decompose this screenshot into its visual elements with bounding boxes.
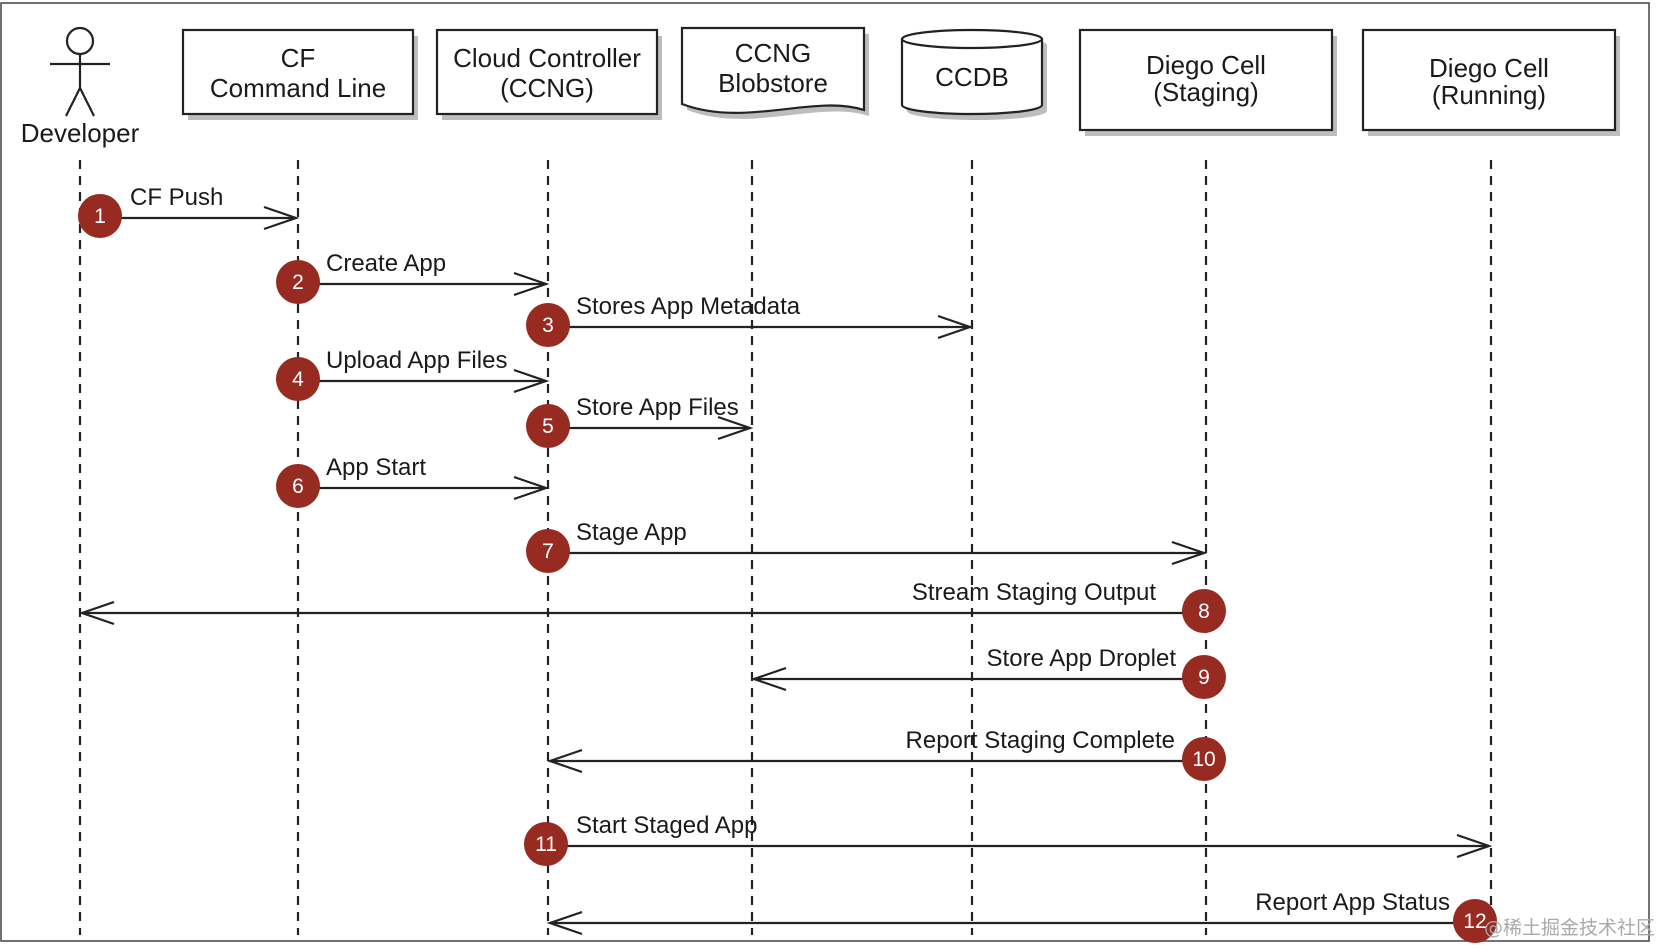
participant-running: Diego Cell(Running) xyxy=(1361,28,1620,136)
message-label: Store App Droplet xyxy=(987,645,1177,672)
participant-box xyxy=(181,28,415,116)
participant-label: Command Line xyxy=(210,73,386,103)
actor-right-leg xyxy=(79,87,95,117)
step-number: 9 xyxy=(1198,666,1210,689)
participant-label: Cloud Controller xyxy=(453,43,641,73)
message-8: Stream Staging Output 8 xyxy=(78,579,1226,633)
watermark: @稀土掘金技术社区 xyxy=(1484,917,1655,939)
participant-staging: Diego Cell(Staging) xyxy=(1078,28,1337,136)
participant-label: (CCNG) xyxy=(500,73,594,103)
message-label: Upload App Files xyxy=(326,347,507,374)
message-9: Store App Droplet 9 xyxy=(750,645,1226,699)
message-label: Report App Status xyxy=(1255,889,1450,916)
participant-box xyxy=(435,28,659,116)
message-3: Stores App Metadata 3 xyxy=(526,293,974,347)
step-number-badge xyxy=(1182,655,1226,699)
step-number: 12 xyxy=(1463,910,1486,933)
arrow-head xyxy=(717,415,754,441)
participant-label: (Running) xyxy=(1432,80,1546,110)
step-number-badge xyxy=(276,464,320,508)
step-number: 1 xyxy=(94,205,106,228)
step-number-badge xyxy=(526,303,570,347)
participant-cc: Cloud Controller(CCNG) xyxy=(435,28,662,120)
actor-head xyxy=(65,26,95,56)
arrow-head xyxy=(513,368,550,394)
arrow-head xyxy=(1456,833,1493,859)
message-4: Upload App Files 4 xyxy=(276,347,550,401)
participant-label: CF xyxy=(281,43,316,73)
message-1: CF Push 1 xyxy=(78,184,300,238)
step-number: 7 xyxy=(542,540,554,563)
step-number: 5 xyxy=(542,415,554,438)
arrow-head xyxy=(546,748,583,774)
participant-ccdb: CCDB xyxy=(900,28,1047,120)
message-label: App Start xyxy=(326,454,426,481)
step-number: 10 xyxy=(1192,748,1215,771)
step-number: 6 xyxy=(292,475,304,498)
message-12: Report App Status 12 xyxy=(546,889,1497,943)
participant-box xyxy=(1361,28,1617,132)
developer-actor: Developer xyxy=(21,26,140,148)
arrow-head xyxy=(263,205,300,231)
message-label: Stage App xyxy=(576,519,687,546)
step-number-badge xyxy=(276,260,320,304)
participant-label: CCNG xyxy=(735,38,812,68)
step-number-badge xyxy=(526,529,570,573)
step-number-badge xyxy=(1182,589,1226,633)
step-number: 2 xyxy=(292,271,304,294)
participant-label: CCDB xyxy=(935,62,1009,92)
message-label: Report Staging Complete xyxy=(906,727,1175,754)
step-number-badge xyxy=(276,357,320,401)
step-number-badge xyxy=(524,822,568,866)
actor-left-leg xyxy=(65,87,81,117)
message-2: Create App 2 xyxy=(276,250,550,304)
actor-label: Developer xyxy=(21,118,140,148)
message-11: Start Staged App 11 xyxy=(524,812,1493,866)
participant-label: Diego Cell xyxy=(1146,50,1266,80)
participant-box xyxy=(1078,28,1334,132)
database-cylinder xyxy=(900,28,1044,116)
step-number-badge xyxy=(1453,899,1497,943)
arrow-head xyxy=(546,910,583,936)
message-10: Report Staging Complete 10 xyxy=(546,727,1226,781)
step-number: 4 xyxy=(292,368,304,391)
arrow-head xyxy=(937,314,974,340)
step-number-badge xyxy=(1182,737,1226,781)
message-label: Stream Staging Output xyxy=(912,579,1156,606)
message-6: App Start 6 xyxy=(276,454,550,508)
participant-label: Diego Cell xyxy=(1429,53,1549,83)
document-shape xyxy=(680,26,866,114)
arrow-head xyxy=(513,475,550,501)
step-number: 3 xyxy=(542,314,554,337)
message-label: Stores App Metadata xyxy=(576,293,801,320)
message-5: Store App Files 5 xyxy=(526,394,754,448)
arrow-head xyxy=(750,666,787,692)
message-label: CF Push xyxy=(130,184,223,211)
arrow-head xyxy=(1171,540,1208,566)
message-label: Start Staged App xyxy=(576,812,757,839)
message-label: Create App xyxy=(326,250,446,277)
step-number: 8 xyxy=(1198,600,1210,623)
arrow-head xyxy=(513,271,550,297)
arrow-head xyxy=(78,600,115,626)
message-label: Store App Files xyxy=(576,394,739,421)
step-number: 11 xyxy=(535,833,557,856)
message-7: Stage App 7 xyxy=(526,519,1208,573)
step-number-badge xyxy=(78,194,122,238)
step-number-badge xyxy=(526,404,570,448)
participant-label: Blobstore xyxy=(718,68,828,98)
cylinder-rim xyxy=(900,38,1044,50)
participant-label: (Staging) xyxy=(1153,77,1259,107)
